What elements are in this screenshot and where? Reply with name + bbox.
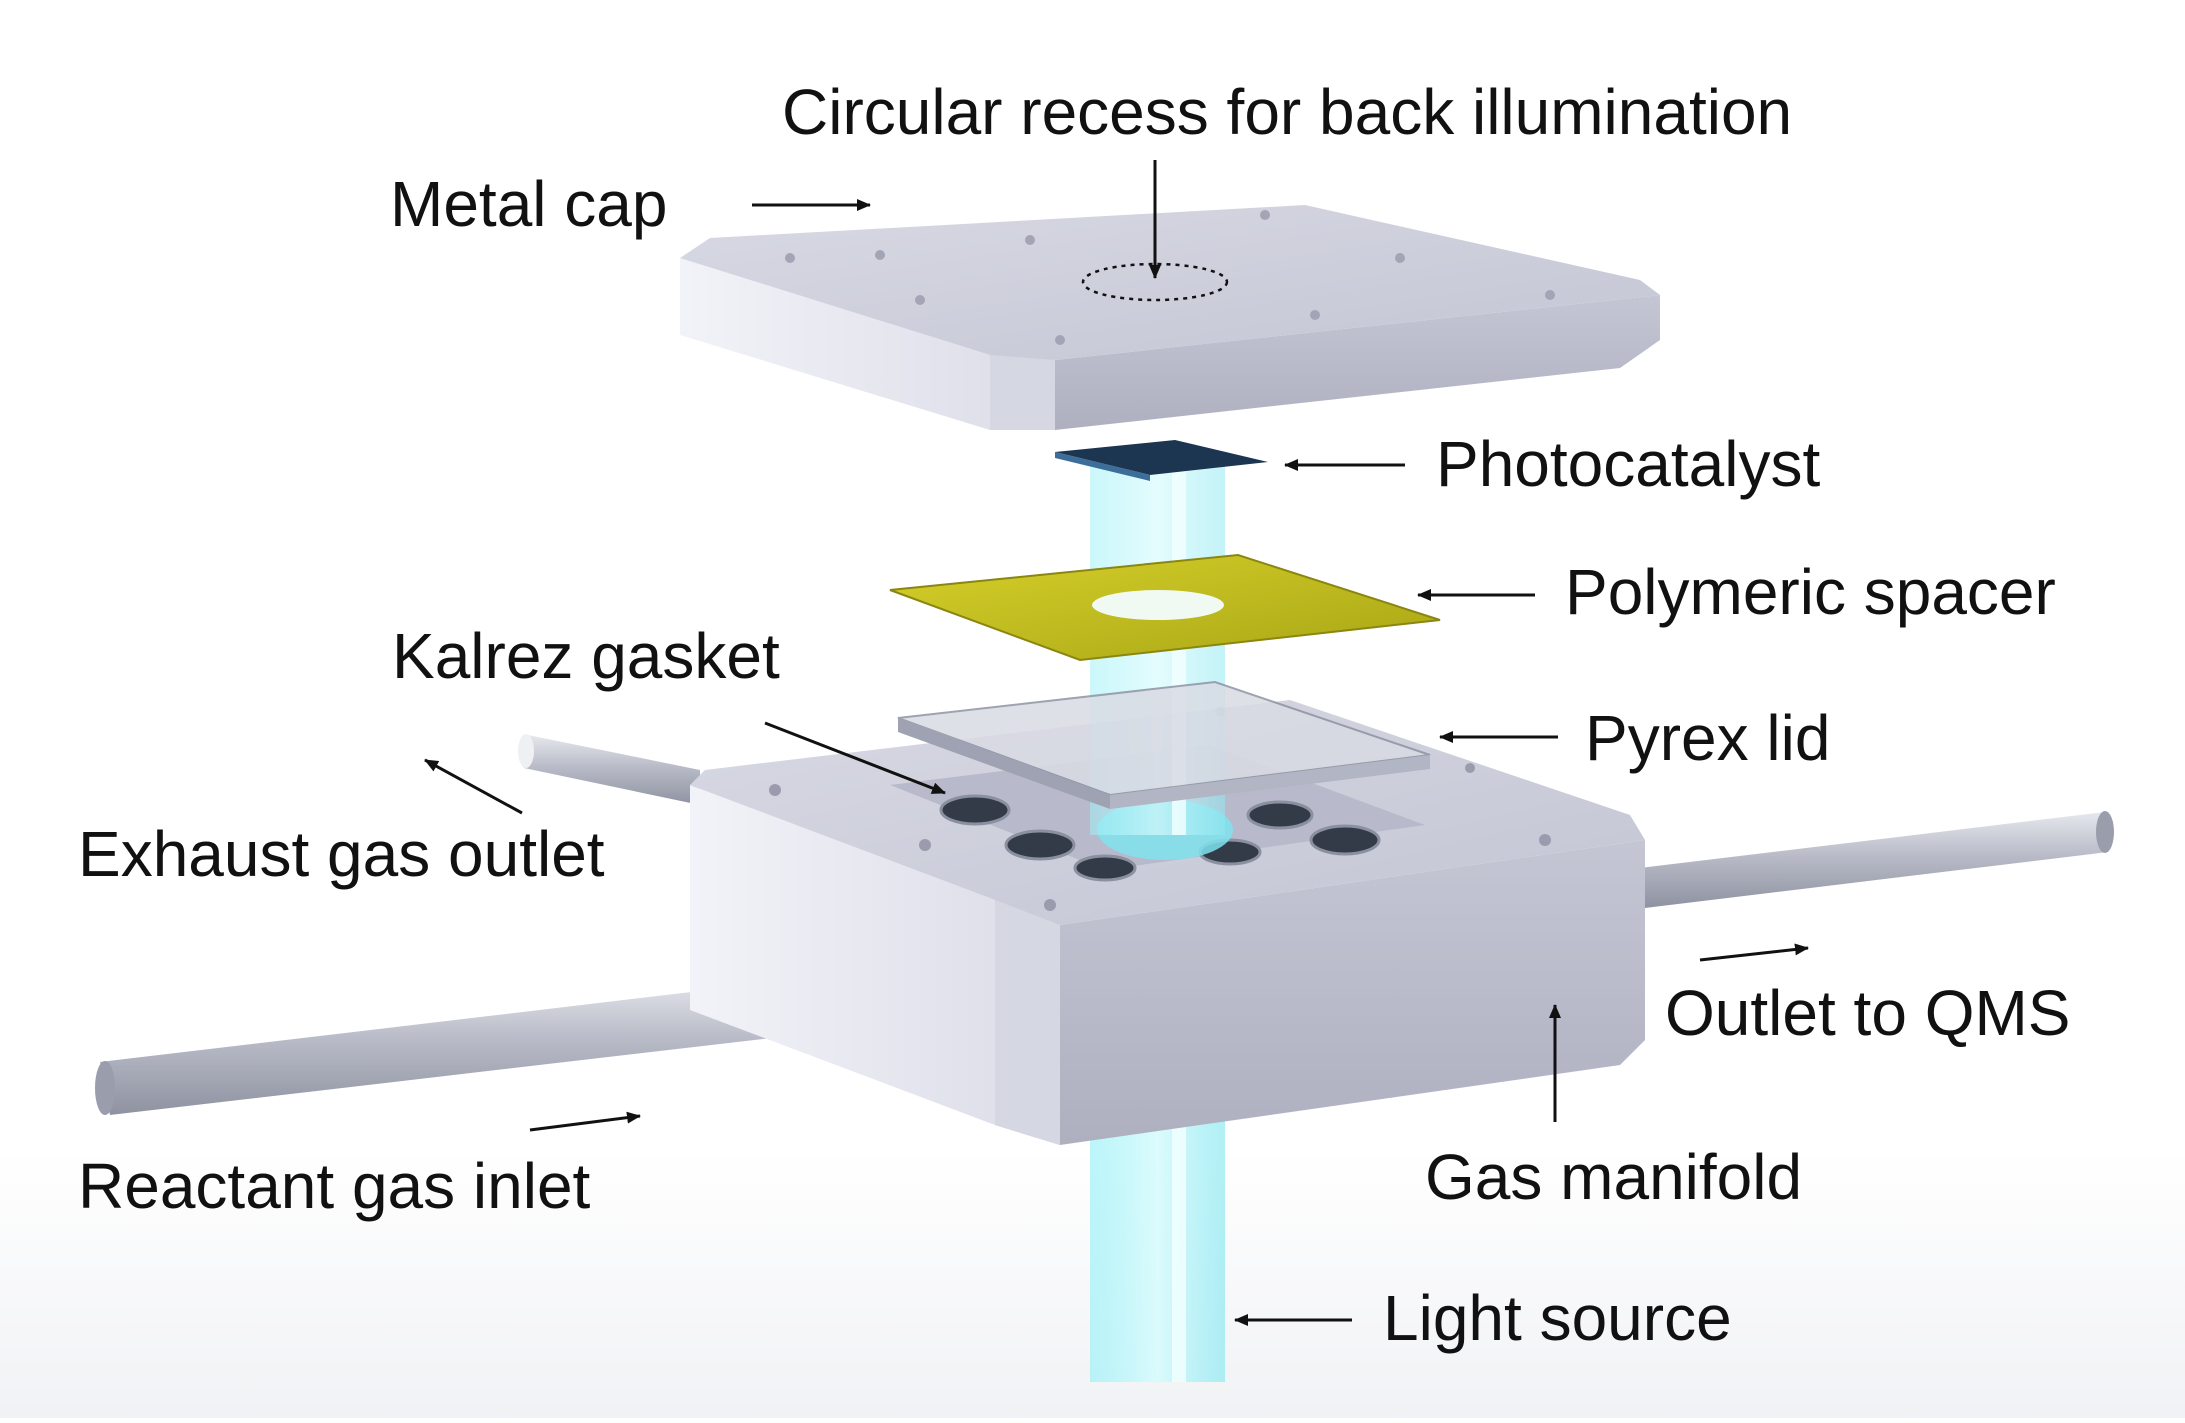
label-exhaust-gas-outlet: Exhaust gas outlet [78, 818, 605, 890]
label-gas-manifold: Gas manifold [1425, 1141, 1803, 1213]
arrow-kalrez [764, 721, 946, 795]
label-reactant-gas-inlet: Reactant gas inlet [78, 1150, 591, 1222]
exhaust-outlet-tube [518, 734, 700, 805]
label-circular-recess: Circular recess for back illumination [782, 76, 1793, 148]
label-polymeric-spacer: Polymeric spacer [1565, 556, 2056, 628]
polymeric-spacer [889, 553, 1441, 662]
arrow-exhaust [424, 758, 523, 815]
label-metal-cap: Metal cap [390, 168, 668, 240]
label-light-source: Light source [1383, 1282, 1732, 1354]
light-beam [1090, 1100, 1225, 1382]
reactant-inlet-tube [95, 975, 840, 1115]
arrow-reactant [529, 1111, 641, 1132]
arrow-qms [1699, 943, 1809, 962]
label-photocatalyst: Photocatalyst [1436, 428, 1821, 500]
qms-outlet-tube [1640, 811, 2114, 908]
pyrex-lid [897, 680, 1431, 809]
arrow-group [424, 160, 1809, 1326]
metal-cap [680, 205, 1660, 430]
label-outlet-to-qms: Outlet to QMS [1665, 977, 2071, 1049]
label-kalrez-gasket: Kalrez gasket [392, 620, 780, 692]
photocatalyst-chip [1055, 440, 1268, 481]
label-pyrex-lid: Pyrex lid [1585, 702, 1831, 774]
